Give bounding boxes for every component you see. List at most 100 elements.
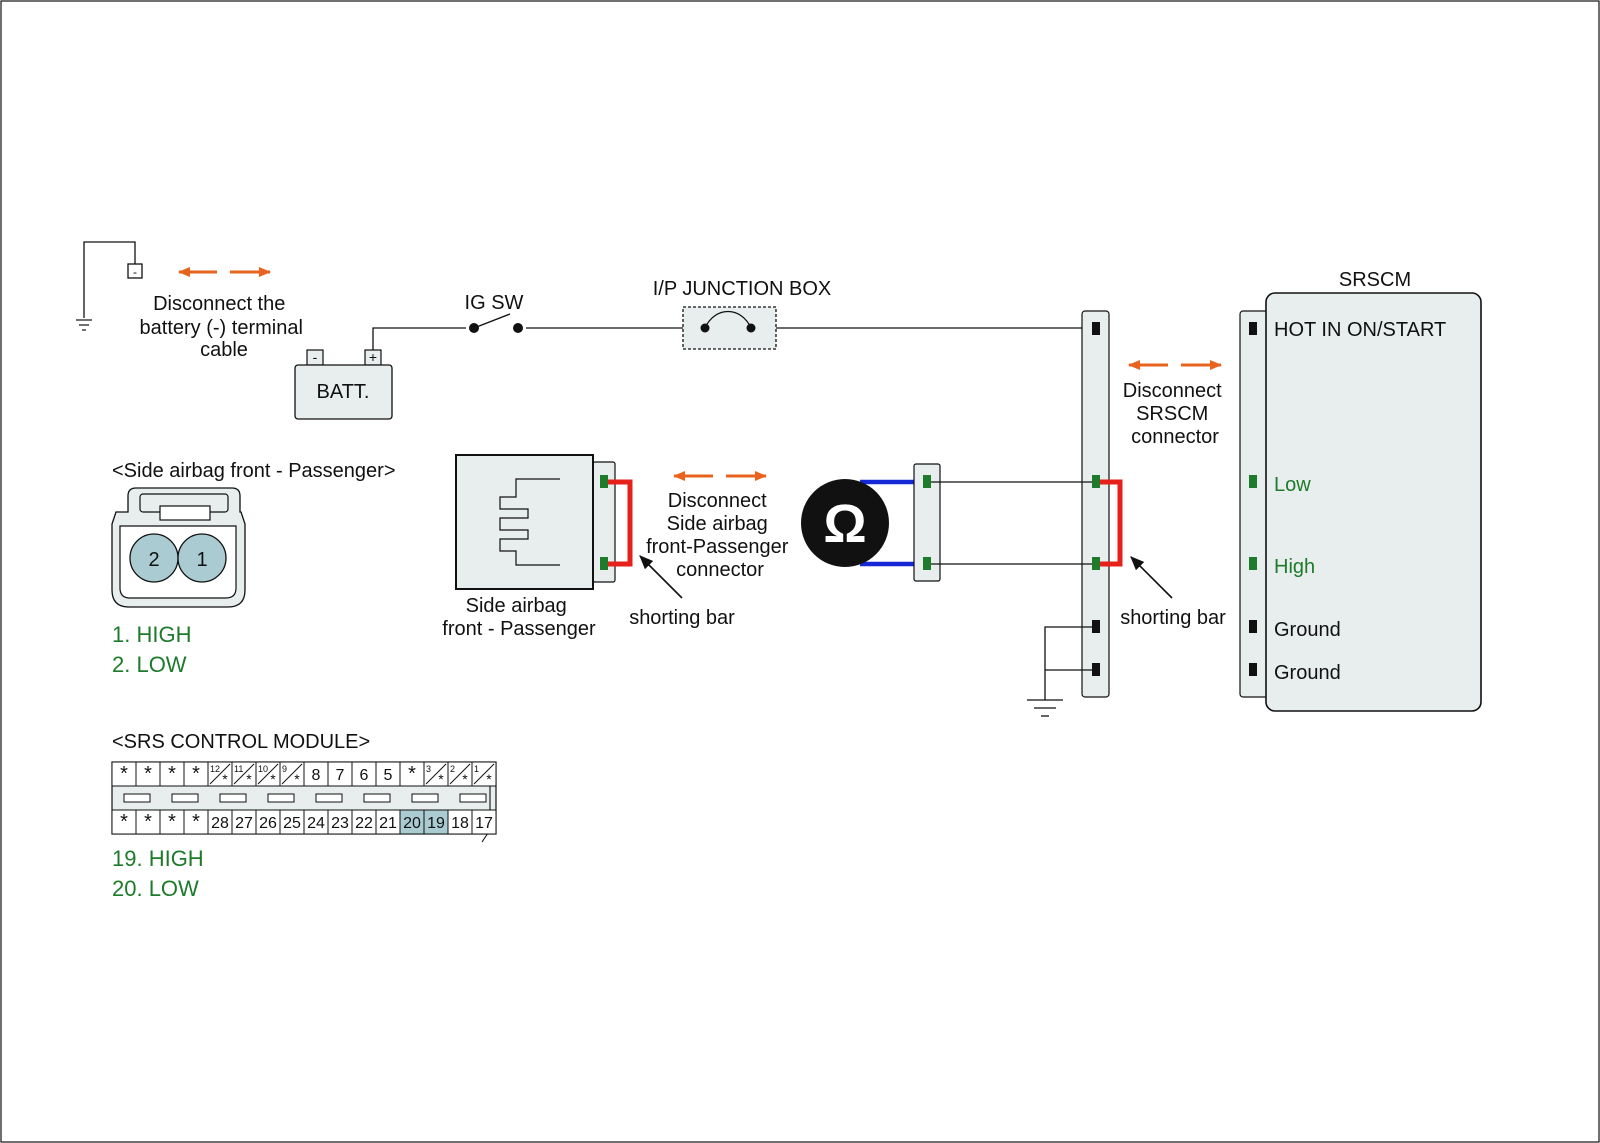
battery-terminal-icon — [127, 263, 143, 279]
battery-plus-symbol: + — [369, 349, 377, 365]
srs-pin-cell — [135, 809, 161, 835]
airbag-pin-legend-high: 1. HIGH — [112, 622, 191, 647]
srs-pin-cell — [183, 761, 209, 787]
srs-pin-cell — [399, 761, 425, 787]
srs-pin-cell — [447, 809, 473, 835]
side-airbag-component: Side airbag front - Passenger — [442, 454, 633, 640]
srs-pin-20-label: 20 — [403, 815, 421, 832]
srs-pin-19-label: 19 — [427, 815, 445, 832]
srscm-pin-ground-1: Ground — [1274, 619, 1341, 641]
srs-pin-10-label: 10 — [258, 764, 268, 774]
pointer-arrow-icon — [639, 555, 683, 599]
srs-pin-cell — [351, 761, 377, 787]
srs-pin-cell — [207, 809, 233, 835]
srs-pin-28-label: 28 — [211, 815, 229, 832]
pin-1-cavity — [177, 533, 227, 583]
srscm-pin-low: Low — [1274, 474, 1311, 496]
harness-pins — [1092, 322, 1100, 676]
srscm-module: SRSCM HOT IN ON/START Low High Ground Gr… — [1239, 269, 1482, 712]
battery-disconnect-text: Disconnect the battery (-) terminal cabl… — [140, 293, 309, 361]
srscm-connector — [1239, 310, 1269, 698]
airbag-pin-legend-low: 2. LOW — [112, 652, 187, 677]
battery-label: BATT. — [317, 381, 370, 403]
ohm-symbol: Ω — [823, 494, 866, 554]
srs-pin-24-label: 24 — [307, 815, 325, 832]
srs-pin-27-label: 27 — [235, 815, 253, 832]
srs-pin-unused-mark: * — [120, 811, 128, 833]
junction-box-label: I/P JUNCTION BOX — [653, 278, 832, 300]
pin-number-1: 1 — [196, 549, 207, 571]
srs-pin-cell — [159, 809, 185, 835]
shorting-bar-airbag — [608, 479, 633, 567]
srs-pin-21-label: 21 — [379, 815, 397, 832]
srs-pin-unused-mark: * — [408, 763, 416, 785]
srs-pin-unused-mark: * — [120, 763, 128, 785]
ignition-switch: IG SW — [465, 292, 526, 338]
junction-box: I/P JUNCTION BOX — [653, 278, 832, 350]
srs-pin-unused-mark: * — [246, 771, 252, 787]
srscm-pin-hot: HOT IN ON/START — [1274, 319, 1446, 341]
ground-circuit — [1027, 626, 1092, 717]
srscm-pin-high: High — [1274, 556, 1315, 578]
pin-number-2: 2 — [148, 549, 159, 571]
power-wire — [372, 327, 1092, 350]
srs-pin-25-label: 25 — [283, 815, 301, 832]
srs-pin-unused-mark: * — [222, 771, 228, 787]
terminal-minus-symbol: - — [133, 265, 137, 279]
ohmmeter-icon — [801, 479, 889, 567]
srs-pin-2-label: 2 — [450, 764, 455, 774]
srs-pin-cell — [471, 809, 497, 835]
battery: - + BATT. — [294, 327, 1092, 420]
shorting-bar-label-airbag: shorting bar — [629, 607, 735, 629]
srs-pin-6-label: 6 — [360, 767, 369, 784]
side-airbag-label: Side airbag front - Passenger — [442, 595, 596, 640]
airbag-disconnect-group: Disconnect Side airbag front-Passenger c… — [646, 471, 794, 581]
ground-icon — [76, 319, 92, 331]
srs-pin-cell — [279, 809, 305, 835]
srs-pin-unused-mark: * — [168, 763, 176, 785]
srscm-title: SRSCM — [1339, 269, 1411, 291]
ohmmeter: Ω — [801, 479, 925, 567]
srs-pin-1-label: 1 — [474, 764, 479, 774]
srs-module-heading: <SRS CONTROL MODULE> — [112, 731, 370, 753]
srs-pin-26-label: 26 — [259, 815, 277, 832]
ig-sw-label: IG SW — [465, 292, 524, 314]
srs-pin-cell — [159, 761, 185, 787]
srs-pin-unused-mark: * — [486, 771, 492, 787]
shorting-bar-srscm — [1100, 479, 1123, 567]
srs-pin-5-label: 5 — [384, 767, 393, 784]
srs-pin-unused-mark: * — [462, 771, 468, 787]
srscm-disconnect-text: Disconnect SRSCM connector — [1123, 380, 1228, 448]
srs-pin-unused-mark: * — [270, 771, 276, 787]
srs-pin-unused-mark: * — [192, 811, 200, 833]
srs-pin-3-label: 3 — [426, 764, 431, 774]
srs-pin-18-label: 18 — [451, 815, 469, 832]
srs-pin-cell — [231, 809, 257, 835]
srs-pin-unused-mark: * — [192, 763, 200, 785]
srs-pin-12-label: 12 — [210, 764, 220, 774]
srs-pin-22-label: 22 — [355, 815, 373, 832]
srs-pin-legend-high: 19. HIGH — [112, 846, 204, 871]
probe-connector — [913, 463, 1092, 582]
srs-pin-cell — [327, 761, 353, 787]
airbag-module-icon — [499, 478, 560, 566]
srs-pin-8-label: 8 — [312, 767, 321, 784]
srs-pin-11-label: 11 — [234, 764, 243, 774]
srs-pin-unused-mark: * — [294, 771, 300, 787]
fuse-icon — [704, 311, 752, 329]
airbag-disconnect-text: Disconnect Side airbag front-Passenger c… — [646, 490, 794, 581]
srs-pin-cell — [303, 761, 329, 787]
battery-disconnect-group: - Disconnect the battery (-) terminal ca… — [76, 241, 309, 361]
srscm-pin-ground-2: Ground — [1274, 662, 1341, 684]
srs-pin-17-label: 17 — [475, 815, 493, 832]
srs-pin-cell — [183, 809, 209, 835]
srscm-disconnect-group: Disconnect SRSCM connector — [1123, 360, 1228, 448]
srs-pin-unused-mark: * — [144, 763, 152, 785]
harness-connector — [1081, 310, 1110, 698]
srs-pin-unused-mark: * — [168, 811, 176, 833]
srs-pin-23-label: 23 — [331, 815, 349, 832]
